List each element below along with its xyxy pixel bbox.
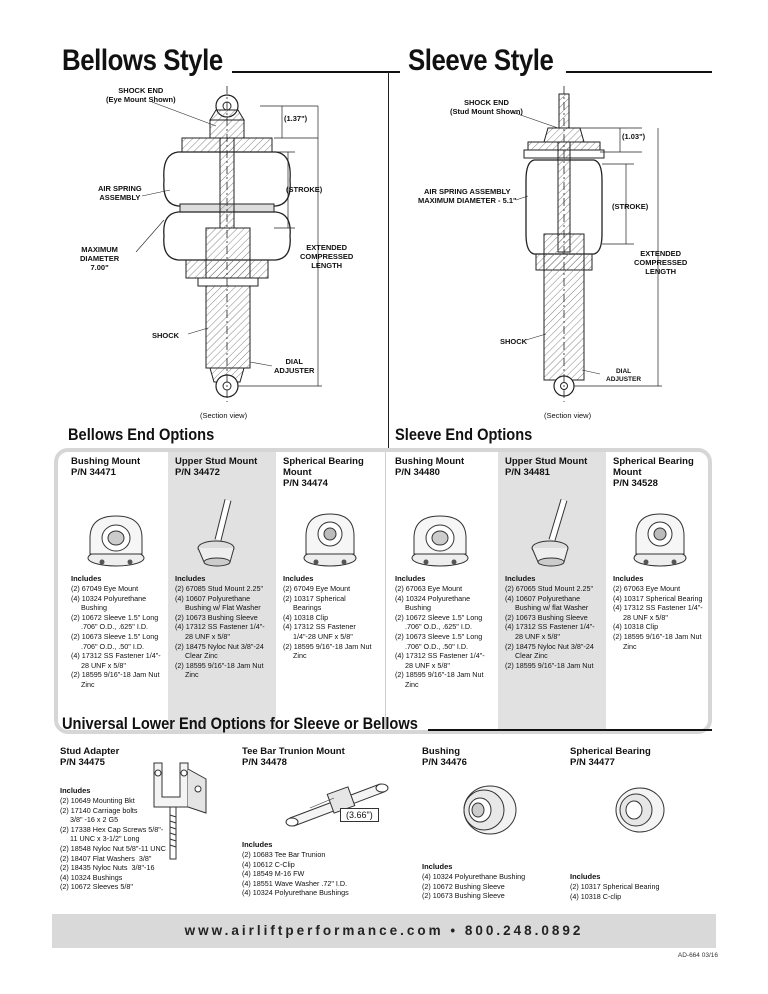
option-card[interactable]: Bushing Mount P/N 34480 Includes (2) 670…: [388, 452, 494, 730]
option-name: Bushing Mount: [71, 456, 141, 467]
title-rule: [428, 729, 712, 731]
stud-mount-icon: [197, 499, 235, 567]
includes-list: (2) 10317 Spherical Bearing(4) 10318 C-c…: [570, 882, 660, 901]
tee-bar-trunion-icon: [285, 783, 389, 827]
sleeve-end-options-title: Sleeve End Options: [395, 425, 533, 444]
option-name: Bushing Mount: [395, 456, 465, 467]
option-pn: P/N 34471: [71, 467, 116, 478]
document-code: AD-664 03/16: [677, 952, 718, 959]
includes-label: Includes: [60, 786, 91, 795]
option-pn: P/N 34481: [505, 467, 550, 478]
option-card[interactable]: Spherical Bearing Mount P/N 34474 Includ…: [276, 452, 382, 730]
option-card[interactable]: Spherical Bearing Mount P/N 34528 Includ…: [606, 452, 708, 730]
includes-label: Includes: [422, 862, 453, 871]
includes-list: (4) 10324 Polyurethane Bushing(2) 10672 …: [422, 872, 526, 901]
includes-label: Includes: [242, 840, 273, 849]
bellows-diagram: [135, 86, 322, 402]
option-card[interactable]: Upper Stud Mount P/N 34472 Includes (2) …: [168, 452, 276, 730]
universal-options-title: Universal Lower End Options for Sleeve o…: [62, 714, 418, 733]
option-name: Spherical Bearing Mount: [283, 456, 364, 478]
option-name: Spherical Bearing Mount: [613, 456, 694, 478]
includes-label: Includes: [613, 574, 644, 583]
center-divider: [388, 72, 389, 450]
section-view-label: (Section view): [200, 411, 248, 420]
end-options-panel: Bushing Mount P/N 34471 Includes (2) 670…: [54, 448, 712, 734]
sleeve-style-title: Sleeve Style: [408, 44, 554, 77]
includes-list: (2) 67063 Eye Mount(4) 10317 Spherical B…: [613, 584, 703, 651]
section-view-label: (Section view): [544, 411, 592, 420]
stud-adapter-icon: [153, 762, 207, 860]
option-name: Upper Stud Mount: [175, 456, 258, 467]
bellows-style-title: Bellows Style: [62, 44, 223, 77]
bellows-end-options-title: Bellows End Options: [68, 425, 215, 444]
option-pn: P/N 34480: [395, 467, 440, 478]
stroke-label: (STROKE): [612, 202, 649, 211]
sleeve-diagram: [511, 86, 662, 402]
includes-list: (2) 67065 Stud Mount 2.25"(4) 10607 Poly…: [505, 584, 595, 670]
option-pn: P/N 34474: [283, 478, 328, 489]
option-pn: P/N 34528: [613, 478, 658, 489]
footer-bar: www.airliftperformance.com • 800.248.089…: [52, 914, 716, 948]
spherical-bearing-icon: [615, 787, 665, 833]
includes-label: Includes: [71, 574, 102, 583]
footer-contact[interactable]: www.airliftperformance.com • 800.248.089…: [184, 923, 584, 938]
dimension-tag: (3.66"): [340, 808, 379, 822]
includes-list: (2) 10649 Mounting Bkt(2) 17140 Carriage…: [60, 796, 166, 892]
stud-mount-icon: [531, 498, 569, 567]
spherical-bearing-mount-icon: [633, 513, 687, 567]
option-name: Upper Stud Mount: [505, 456, 588, 467]
panel-divider: [385, 452, 386, 730]
title-rule: [232, 71, 400, 73]
shock-end-label: SHOCK END(Stud Mount Shown): [450, 98, 523, 116]
includes-label: Includes: [505, 574, 536, 583]
shock-label: SHOCK: [152, 331, 180, 340]
eye-mount-icon: [87, 515, 145, 567]
dim-label: (1.37"): [284, 114, 308, 123]
includes-label: Includes: [395, 574, 426, 583]
spherical-bearing-mount-icon: [303, 513, 357, 567]
includes-list: (2) 10683 Tee Bar Trunion(4) 10612 C-Cli…: [242, 850, 349, 898]
includes-label: Includes: [175, 574, 206, 583]
includes-label: Includes: [283, 574, 314, 583]
includes-label: Includes: [570, 872, 601, 881]
title-rule: [566, 71, 712, 73]
shock-end-label: SHOCK END(Eye Mount Shown): [106, 86, 176, 104]
option-card[interactable]: Bushing Mount P/N 34471 Includes (2) 670…: [64, 452, 168, 730]
option-pn: P/N 34472: [175, 467, 220, 478]
eye-mount-icon: [411, 515, 469, 567]
bushing-icon: [463, 785, 517, 835]
includes-list: (2) 67063 Eye Mount(4) 10324 Polyurethan…: [395, 584, 485, 689]
dim-label: (1.03"): [622, 132, 646, 141]
includes-list: (2) 67049 Eye Mount(4) 10324 Polyurethan…: [71, 584, 161, 689]
option-card[interactable]: Upper Stud Mount P/N 34481 Includes (2) …: [498, 452, 606, 730]
includes-list: (2) 67049 Eye Mount(2) 10317 Spherical B…: [283, 584, 372, 661]
stroke-label: (STROKE): [286, 185, 323, 194]
shock-label: SHOCK: [500, 337, 528, 346]
includes-list: (2) 67085 Stud Mount 2.25"(4) 10607 Poly…: [175, 584, 265, 680]
